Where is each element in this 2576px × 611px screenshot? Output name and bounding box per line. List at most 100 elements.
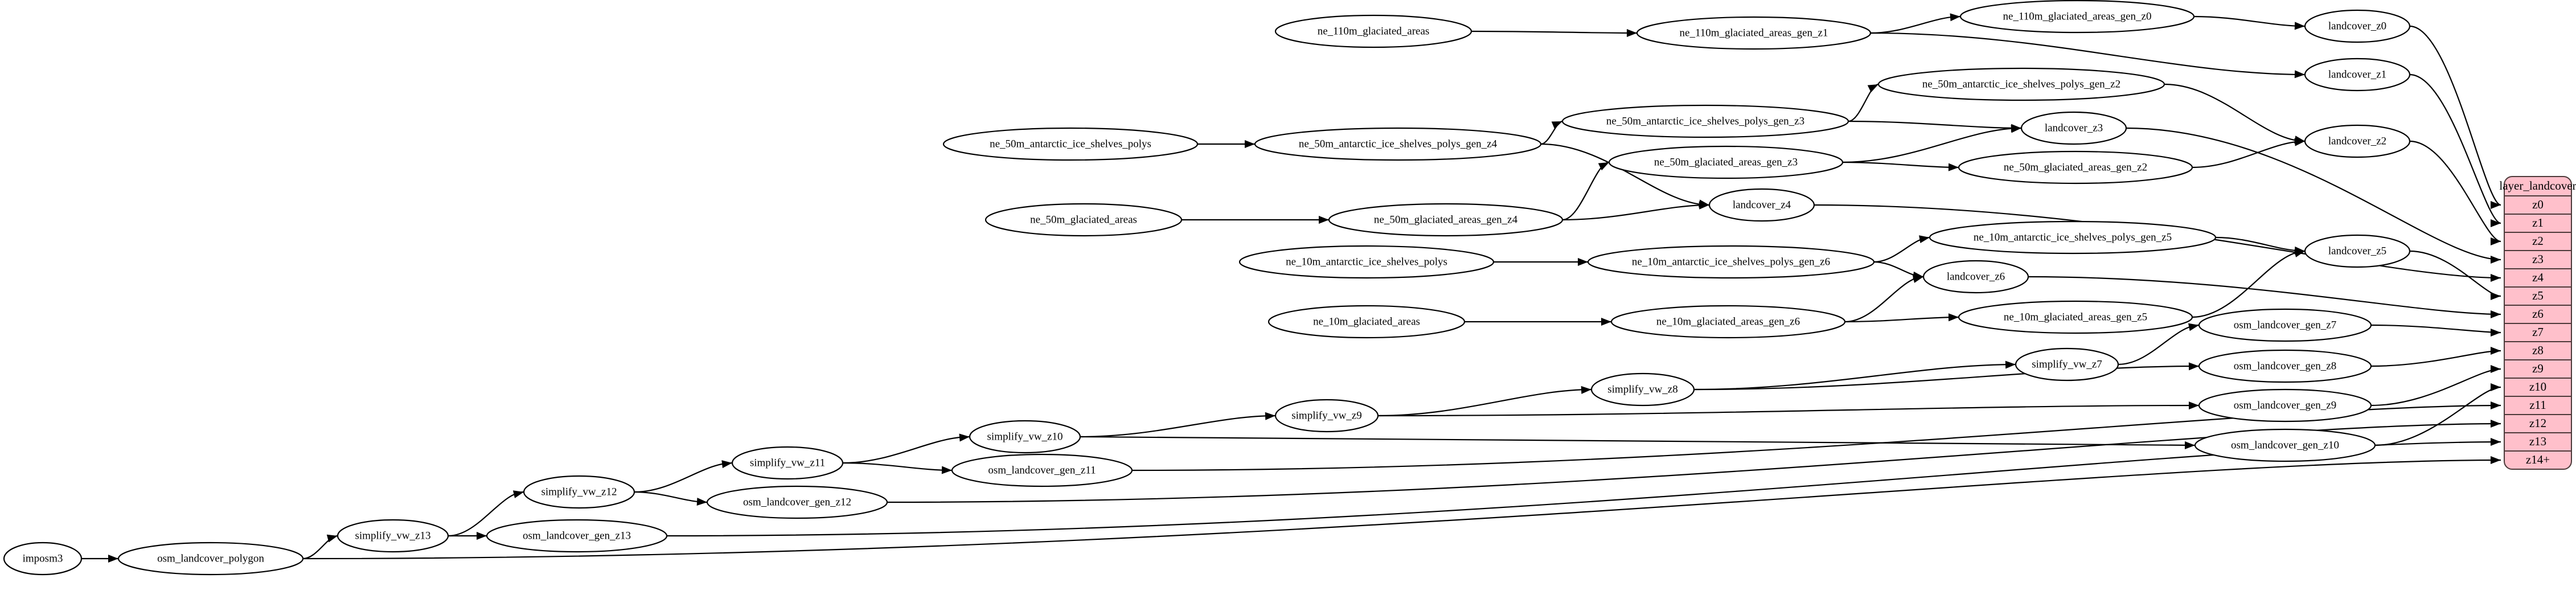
node-ellipse[interactable] <box>523 475 635 509</box>
node-ne_10m_glaciated_areas_gen_z6[interactable]: ne_10m_glaciated_areas_gen_z6 <box>1610 305 1846 339</box>
node-simplify_vw_z12[interactable]: simplify_vw_z12 <box>523 475 635 509</box>
node-ne_110m_glaciated_areas_gen_z0[interactable]: ne_110m_glaciated_areas_gen_z0 <box>1959 0 2195 34</box>
node-osm_landcover_gen_z9[interactable]: osm_landcover_gen_z9 <box>2198 388 2372 423</box>
node-ellipse[interactable] <box>969 420 1081 454</box>
node-simplify_vw_z10[interactable]: simplify_vw_z10 <box>969 420 1081 454</box>
node-ellipse[interactable] <box>1922 260 2029 294</box>
node-ne_50m_antarctic_ice_shelves_polys_gen_z3[interactable]: ne_50m_antarctic_ice_shelves_polys_gen_z… <box>1561 104 1849 138</box>
table-row-z13[interactable]: z13 <box>2529 434 2546 448</box>
node-ellipse[interactable] <box>2304 58 2411 92</box>
node-ellipse[interactable] <box>2020 111 2127 145</box>
node-ellipse[interactable] <box>2304 234 2411 268</box>
node-osm_landcover_gen_z11[interactable]: osm_landcover_gen_z11 <box>951 453 1133 487</box>
table-row-z2[interactable]: z2 <box>2532 234 2544 248</box>
node-ellipse[interactable] <box>942 127 1199 161</box>
node-ellipse[interactable] <box>2015 347 2119 382</box>
node-ellipse[interactable] <box>1877 67 2165 101</box>
node-ellipse[interactable] <box>1610 305 1846 339</box>
node-ne_50m_antarctic_ice_shelves_polys[interactable]: ne_50m_antarctic_ice_shelves_polys <box>942 127 1199 161</box>
node-landcover_z6[interactable]: landcover_z6 <box>1922 260 2029 294</box>
node-landcover_z1[interactable]: landcover_z1 <box>2304 58 2411 92</box>
node-ellipse[interactable] <box>2198 349 2372 383</box>
node-label: ne_10m_glaciated_areas <box>1313 315 1420 327</box>
node-imposm3[interactable]: imposm3 <box>3 542 83 576</box>
graph-edge <box>842 462 953 471</box>
table-row-z6[interactable]: z6 <box>2532 307 2544 321</box>
node-ellipse[interactable] <box>1238 245 1495 279</box>
node-simplify_vw_z11[interactable]: simplify_vw_z11 <box>731 446 844 480</box>
node-landcover_z0[interactable]: landcover_z0 <box>2304 9 2411 43</box>
node-ellipse[interactable] <box>731 446 844 480</box>
table-row-z0[interactable]: z0 <box>2532 198 2544 211</box>
node-label: osm_landcover_gen_z11 <box>988 464 1096 476</box>
node-ellipse[interactable] <box>2198 308 2372 342</box>
node-ellipse[interactable] <box>337 519 449 553</box>
table-row-z9[interactable]: z9 <box>2532 362 2544 375</box>
node-ellipse[interactable] <box>1958 300 2193 334</box>
node-osm_landcover_polygon[interactable]: osm_landcover_polygon <box>117 542 304 576</box>
node-osm_landcover_gen_z13[interactable]: osm_landcover_gen_z13 <box>486 519 668 553</box>
node-ellipse[interactable] <box>1929 220 2217 255</box>
node-ellipse[interactable] <box>1561 104 1849 138</box>
node-ne_10m_antarctic_ice_shelves_polys_gen_z6[interactable]: ne_10m_antarctic_ice_shelves_polys_gen_z… <box>1587 245 1875 279</box>
node-simplify_vw_z13[interactable]: simplify_vw_z13 <box>337 519 449 553</box>
node-simplify_vw_z9[interactable]: simplify_vw_z9 <box>1274 399 1379 433</box>
node-ellipse[interactable] <box>1958 150 2193 184</box>
node-ne_110m_glaciated_areas[interactable]: ne_110m_glaciated_areas <box>1274 14 1472 48</box>
node-ne_50m_glaciated_areas_gen_z2[interactable]: ne_50m_glaciated_areas_gen_z2 <box>1958 150 2193 184</box>
node-ellipse[interactable] <box>1636 16 1872 50</box>
node-ne_50m_antarctic_ice_shelves_polys_gen_z2[interactable]: ne_50m_antarctic_ice_shelves_polys_gen_z… <box>1877 67 2165 101</box>
edge-arrowhead <box>1598 162 1609 171</box>
table-row-z10[interactable]: z10 <box>2529 380 2546 393</box>
table-row-z1[interactable]: z1 <box>2532 216 2544 229</box>
node-osm_landcover_gen_z7[interactable]: osm_landcover_gen_z7 <box>2198 308 2372 342</box>
node-ellipse[interactable] <box>3 542 83 576</box>
node-ellipse[interactable] <box>985 203 1183 237</box>
table-row-z3[interactable]: z3 <box>2532 252 2544 266</box>
node-ne_50m_glaciated_areas_gen_z4[interactable]: ne_50m_glaciated_areas_gen_z4 <box>1328 203 1564 237</box>
node-ellipse[interactable] <box>1268 305 1466 339</box>
table-row-z8[interactable]: z8 <box>2532 343 2544 357</box>
node-ne_10m_antarctic_ice_shelves_polys[interactable]: ne_10m_antarctic_ice_shelves_polys <box>1238 245 1495 279</box>
node-ellipse[interactable] <box>1254 127 1542 161</box>
node-ellipse[interactable] <box>486 519 668 553</box>
table-row-z11[interactable]: z11 <box>2529 398 2546 412</box>
node-osm_landcover_gen_z10[interactable]: osm_landcover_gen_z10 <box>2194 428 2376 462</box>
node-ellipse[interactable] <box>1590 372 1695 407</box>
node-ellipse[interactable] <box>2304 9 2411 43</box>
node-ellipse[interactable] <box>117 542 304 576</box>
table-row-z7[interactable]: z7 <box>2532 325 2544 339</box>
node-ellipse[interactable] <box>2194 428 2376 462</box>
node-ne_10m_glaciated_areas_gen_z5[interactable]: ne_10m_glaciated_areas_gen_z5 <box>1958 300 2193 334</box>
node-landcover_z2[interactable]: landcover_z2 <box>2304 124 2411 158</box>
node-ellipse[interactable] <box>2304 124 2411 158</box>
node-ellipse[interactable] <box>951 453 1133 487</box>
node-ne_10m_glaciated_areas[interactable]: ne_10m_glaciated_areas <box>1268 305 1466 339</box>
node-landcover_z5[interactable]: landcover_z5 <box>2304 234 2411 268</box>
node-ellipse[interactable] <box>1959 0 2195 34</box>
node-simplify_vw_z8[interactable]: simplify_vw_z8 <box>1590 372 1695 407</box>
node-ellipse[interactable] <box>1328 203 1564 237</box>
node-ellipse[interactable] <box>706 485 888 519</box>
node-ellipse[interactable] <box>1708 188 1815 222</box>
node-ne_10m_antarctic_ice_shelves_polys_gen_z5[interactable]: ne_10m_antarctic_ice_shelves_polys_gen_z… <box>1929 220 2217 255</box>
node-ne_50m_antarctic_ice_shelves_polys_gen_z4[interactable]: ne_50m_antarctic_ice_shelves_polys_gen_z… <box>1254 127 1542 161</box>
node-ne_50m_glaciated_areas_gen_z3[interactable]: ne_50m_glaciated_areas_gen_z3 <box>1608 145 1844 179</box>
node-landcover_z4[interactable]: landcover_z4 <box>1708 188 1815 222</box>
node-ellipse[interactable] <box>2198 388 2372 423</box>
node-ellipse[interactable] <box>1274 14 1472 48</box>
node-ne_50m_glaciated_areas[interactable]: ne_50m_glaciated_areas <box>985 203 1183 237</box>
table-row-z14+[interactable]: z14+ <box>2526 453 2550 466</box>
node-ellipse[interactable] <box>1608 145 1844 179</box>
node-landcover_z3[interactable]: landcover_z3 <box>2020 111 2127 145</box>
table-row-z12[interactable]: z12 <box>2529 416 2546 430</box>
node-ellipse[interactable] <box>1274 399 1379 433</box>
node-osm_landcover_gen_z8[interactable]: osm_landcover_gen_z8 <box>2198 349 2372 383</box>
node-label: osm_landcover_gen_z12 <box>743 496 851 508</box>
node-osm_landcover_gen_z12[interactable]: osm_landcover_gen_z12 <box>706 485 888 519</box>
node-ellipse[interactable] <box>1587 245 1875 279</box>
node-simplify_vw_z7[interactable]: simplify_vw_z7 <box>2015 347 2119 382</box>
table-row-z4[interactable]: z4 <box>2532 270 2544 284</box>
node-ne_110m_glaciated_areas_gen_z1[interactable]: ne_110m_glaciated_areas_gen_z1 <box>1636 16 1872 50</box>
table-row-z5[interactable]: z5 <box>2532 289 2544 302</box>
